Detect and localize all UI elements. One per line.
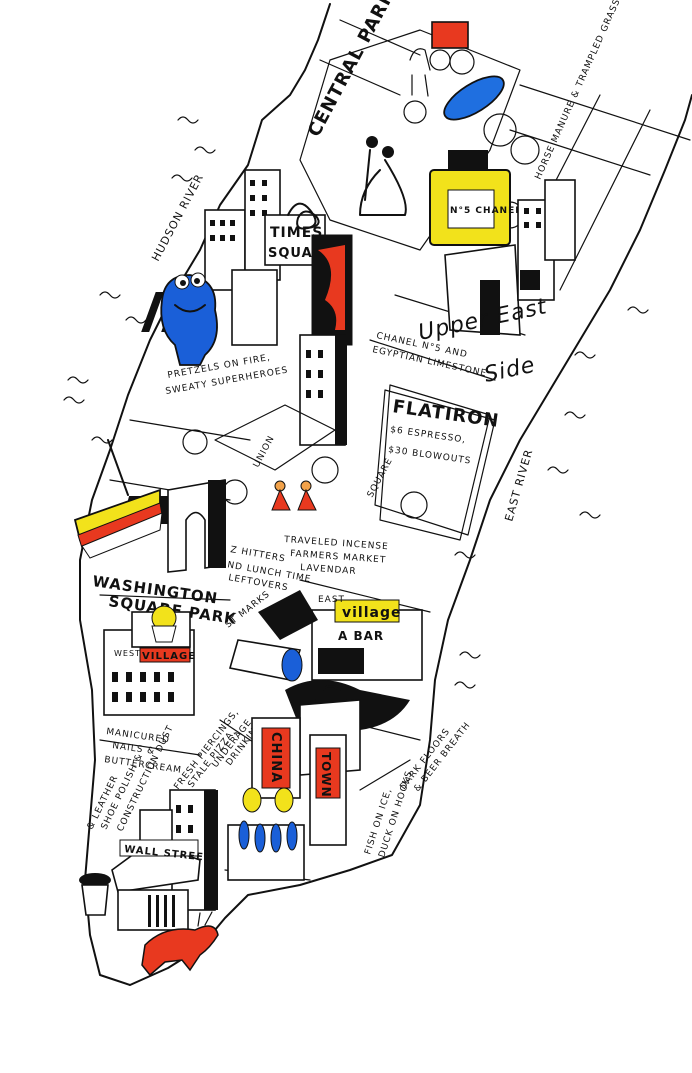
record-spill	[258, 590, 318, 640]
central-park-label: CENTRAL PARK	[304, 0, 399, 140]
flatiron-line-2: $30 BLOWOUTS	[388, 445, 472, 467]
charging-bull-icon	[141, 911, 219, 977]
river-waves-west	[63, 116, 216, 444]
hudson-river-label: HUDSON RIVER	[149, 172, 206, 264]
times-square-label-1: TIMES	[270, 225, 323, 241]
incense-label-3: LAVENDAR	[300, 563, 357, 577]
china-town-label-1: CHINA	[268, 732, 283, 783]
upper-east-side-label-2: Side	[482, 353, 538, 388]
cupcake-icon	[151, 605, 177, 643]
a-bar-label: A BAR	[338, 629, 384, 643]
egyptian-temple-icon	[444, 179, 576, 336]
manicured-label-2: NAILS &	[112, 741, 156, 757]
west-village-label-1: WEST	[114, 649, 141, 658]
arch-icon	[167, 479, 226, 573]
west-village: WEST VILLAGE	[103, 611, 196, 716]
east-river-label: EAST RIVER	[502, 447, 535, 522]
wedding-couple-icon	[359, 136, 407, 216]
times-square: TIMES SQUARE	[141, 169, 353, 446]
east-village-label-2: village	[342, 605, 402, 621]
street-grid	[99, 19, 691, 881]
roast-duck-icon	[242, 787, 294, 813]
island-outline	[79, 3, 692, 986]
west-village-label-2: VILLAGE	[142, 651, 196, 662]
horse-manure-label: HORSE MANURE & TRAMPLED GRASS	[534, 0, 623, 181]
sandwich-icon	[73, 439, 163, 559]
east-village: EAST village A BAR	[299, 579, 431, 681]
trash-can-icon	[79, 873, 111, 916]
china-town: CHINA TOWN	[227, 717, 347, 881]
paint-can-icon	[228, 639, 303, 682]
handbag-icon	[285, 680, 410, 776]
monks-icon	[271, 480, 317, 511]
east-village-label-1: EAST	[318, 595, 345, 605]
pretzel-icon	[287, 202, 320, 230]
chanel-bottle-label: N°5 CHANEL	[450, 206, 522, 216]
union-square-label-2: SQUARE	[366, 456, 395, 499]
financial-district: WALL STREET	[111, 789, 218, 931]
flatiron-line-1: $6 ESPRESSO,	[390, 425, 467, 446]
horse-carriage-icon	[409, 21, 475, 97]
china-town-label-2: TOWN	[319, 752, 333, 798]
river-waves-east	[454, 306, 649, 689]
pond-icon	[443, 75, 505, 121]
cookie-monster-icon	[160, 272, 218, 366]
chanel-bottle-icon: N°5 CHANEL	[429, 150, 522, 246]
fish-icon	[238, 820, 298, 853]
